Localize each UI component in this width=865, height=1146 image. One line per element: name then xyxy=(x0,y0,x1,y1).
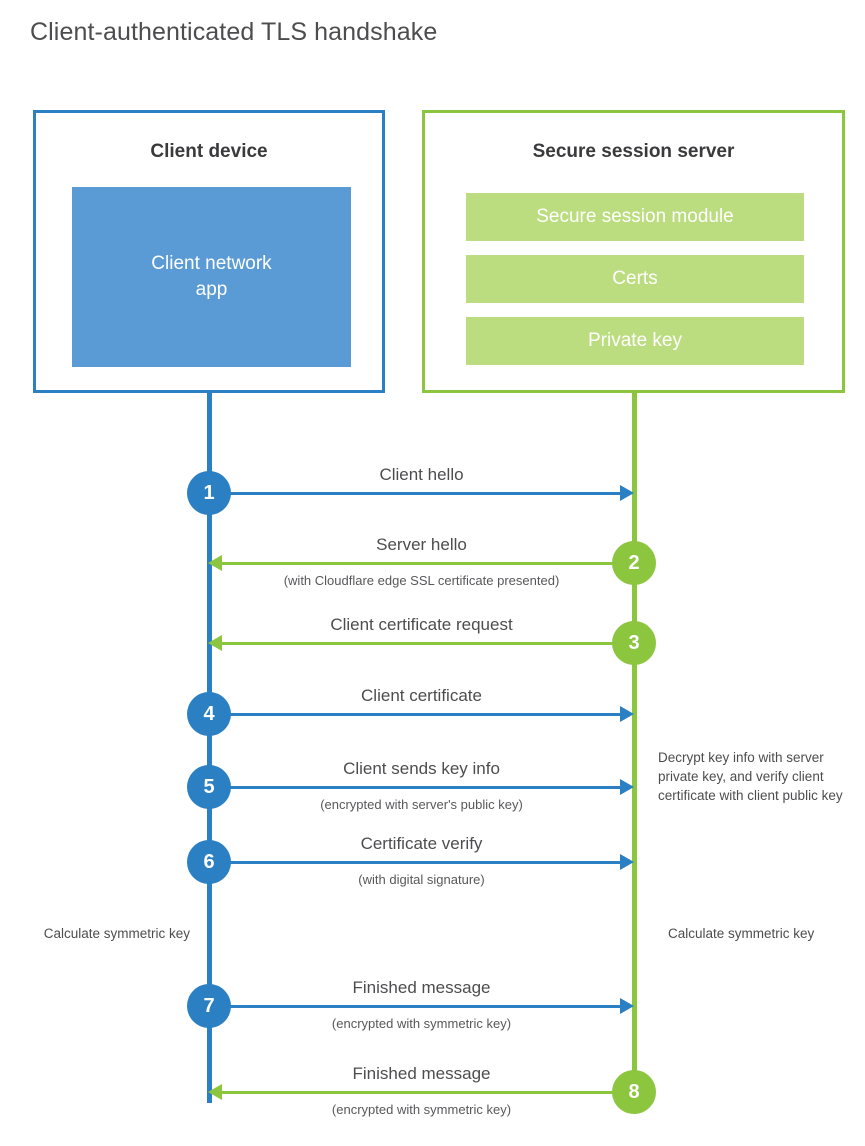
note-decrypt-key-info: Decrypt key info with server private key… xyxy=(658,750,843,804)
client-lifeline xyxy=(207,393,212,1103)
arrow-line-step-6 xyxy=(209,861,622,864)
message-label-step-6: Certificate verify xyxy=(360,834,483,853)
message-label-step-1: Client hello xyxy=(379,465,464,484)
message-label-step-7: Finished message xyxy=(352,978,491,997)
message-sublabel-step-6: (with digital signature) xyxy=(358,872,485,887)
step-circle-4[interactable]: 4 xyxy=(187,692,231,736)
arrow-head-step-3 xyxy=(208,635,222,651)
arrow-head-step-5 xyxy=(620,779,634,795)
arrow-line-step-5 xyxy=(209,786,622,789)
arrow-line-step-7 xyxy=(209,1005,622,1008)
message-label-step-4: Client certificate xyxy=(361,686,482,705)
step-circle-3[interactable]: 3 xyxy=(612,621,656,665)
server-bar-certs: Certs xyxy=(466,255,804,303)
arrow-line-step-4 xyxy=(209,713,622,716)
step-circle-8[interactable]: 8 xyxy=(612,1070,656,1114)
secure-session-server-title: Secure session server xyxy=(532,141,735,162)
arrow-head-step-2 xyxy=(208,555,222,571)
message-sublabel-step-8: (encrypted with symmetric key) xyxy=(331,1102,512,1117)
server-bar-label: Secure session module xyxy=(536,206,734,227)
message-sublabel-step-7: (encrypted with symmetric key) xyxy=(331,1016,512,1031)
server-bar-secure-session-module: Secure session module xyxy=(466,193,804,241)
message-label-step-3: Client certificate request xyxy=(330,615,513,634)
message-sublabel-step-5: (encrypted with server's public key) xyxy=(320,797,523,812)
step-circle-6[interactable]: 6 xyxy=(187,840,231,884)
arrow-line-step-8 xyxy=(221,1091,634,1094)
arrow-head-step-8 xyxy=(208,1084,222,1100)
step-circle-1[interactable]: 1 xyxy=(187,471,231,515)
server-bar-label: Private key xyxy=(588,330,682,351)
message-label-step-8: Finished message xyxy=(352,1064,491,1083)
server-bar-private-key: Private key xyxy=(466,317,804,365)
arrow-line-step-2 xyxy=(221,562,634,565)
step-circle-5[interactable]: 5 xyxy=(187,765,231,809)
message-label-step-2: Server hello xyxy=(376,535,467,554)
message-sublabel-step-2: (with Cloudflare edge SSL certificate pr… xyxy=(283,573,560,588)
arrow-head-step-7 xyxy=(620,998,634,1014)
arrow-head-step-4 xyxy=(620,706,634,722)
step-circle-7[interactable]: 7 xyxy=(187,984,231,1028)
server-lifeline xyxy=(632,393,637,1093)
page-title: Client-authenticated TLS handshake xyxy=(30,18,438,46)
arrow-line-step-1 xyxy=(209,492,622,495)
server-bar-label: Certs xyxy=(612,268,658,289)
arrow-head-step-6 xyxy=(620,854,634,870)
secure-session-server-box: Secure session server Secure session mod… xyxy=(422,110,845,393)
step-circle-2[interactable]: 2 xyxy=(612,541,656,585)
note-calculate-symmetric-key-server: Calculate symmetric key xyxy=(668,926,815,941)
arrow-line-step-3 xyxy=(221,642,634,645)
message-label-step-5: Client sends key info xyxy=(343,759,500,778)
client-device-title: Client device xyxy=(150,141,268,162)
note-calculate-symmetric-key-client: Calculate symmetric key xyxy=(43,926,190,941)
arrow-head-step-1 xyxy=(620,485,634,501)
